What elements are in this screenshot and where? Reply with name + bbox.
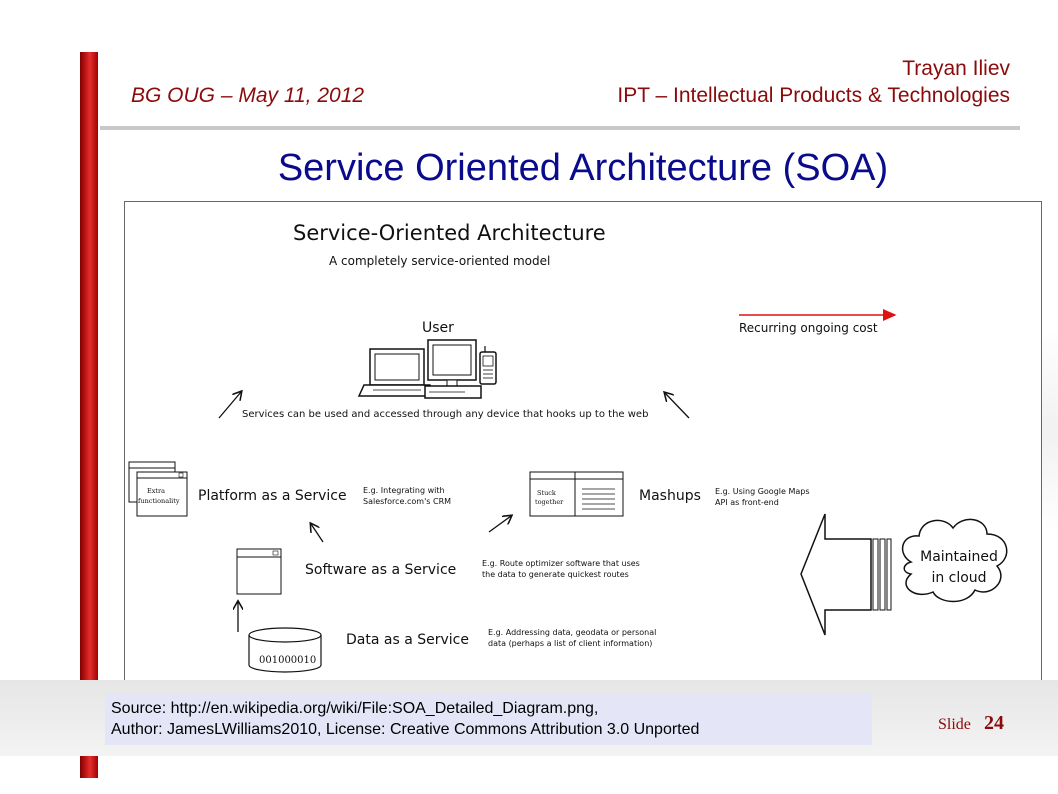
header-divider <box>100 126 1020 130</box>
source-line: Source: http://en.wikipedia.org/wiki/Fil… <box>111 700 599 717</box>
recurring-cost-label: Recurring ongoing cost <box>739 321 878 335</box>
extra-functionality-line2: functionality <box>138 497 180 505</box>
cloud-line2: in cloud <box>931 570 986 586</box>
left-accent-bar <box>80 52 98 778</box>
database-icon: 001000010 <box>248 627 322 673</box>
extra-functionality-icon: Extra functionality <box>128 461 188 517</box>
user-label: User <box>422 320 454 336</box>
slide-label: Slide <box>938 716 971 733</box>
event-date-header: BG OUG – May 11, 2012 <box>131 84 365 107</box>
soa-diagram: Service-Oriented Architecture A complete… <box>124 201 1042 685</box>
extra-functionality-line1: Extra <box>147 487 165 495</box>
mobile-phone-icon <box>479 346 497 385</box>
cloud-line1: Maintained <box>920 549 998 565</box>
arrow-saas-to-paas <box>311 524 324 543</box>
stuck-together-line2: together <box>535 498 564 506</box>
source-box <box>105 693 872 745</box>
services-note: Services can be used and accessed throug… <box>242 409 648 420</box>
saas-label: Software as a Service <box>305 562 456 578</box>
diagram-title: Service-Oriented Architecture <box>293 221 606 245</box>
cloud-icon: Maintained in cloud <box>901 518 1008 603</box>
paas-label: Platform as a Service <box>198 488 347 504</box>
diagram-subtitle: A completely service-oriented model <box>329 254 550 268</box>
daas-example-line1: E.g. Addressing data, geodata or persona… <box>488 628 656 637</box>
slide-number: 24 <box>984 712 1004 734</box>
author-header: Trayan Iliev <box>902 57 1010 80</box>
author-license-line: Author: JamesLWilliams2010, License: Cre… <box>111 721 700 738</box>
software-window-icon <box>236 548 282 595</box>
desktop-computer-icon <box>424 339 482 399</box>
arrow-to-user-right <box>665 393 690 419</box>
saas-example-line1: E.g. Route optimizer software that uses <box>482 559 640 568</box>
saas-example-line2: the data to generate quickest routes <box>482 570 629 579</box>
mashups-example-line2: API as front-end <box>715 498 779 507</box>
paas-example-line1: E.g. Integrating with <box>363 486 445 495</box>
daas-example-line2: data (perhaps a list of client informati… <box>488 639 652 648</box>
organization-header: IPT – Intellectual Products & Technologi… <box>617 84 1010 107</box>
mashups-label: Mashups <box>639 488 701 504</box>
arrow-to-user-left <box>218 392 241 419</box>
paas-example-line2: Salesforce.com's CRM <box>363 497 451 506</box>
arrow-saas-to-mashups <box>488 516 511 533</box>
stuck-together-icon: Stuck together <box>529 471 624 517</box>
maintained-in-cloud-arrow <box>800 513 892 636</box>
database-bits: 001000010 <box>259 655 316 666</box>
stuck-together-line1: Stuck <box>537 489 556 497</box>
mashups-example-line1: E.g. Using Google Maps <box>715 487 810 496</box>
laptop-icon <box>357 348 437 397</box>
daas-label: Data as a Service <box>346 632 469 648</box>
slide-title: Service Oriented Architecture (SOA) <box>277 147 889 189</box>
